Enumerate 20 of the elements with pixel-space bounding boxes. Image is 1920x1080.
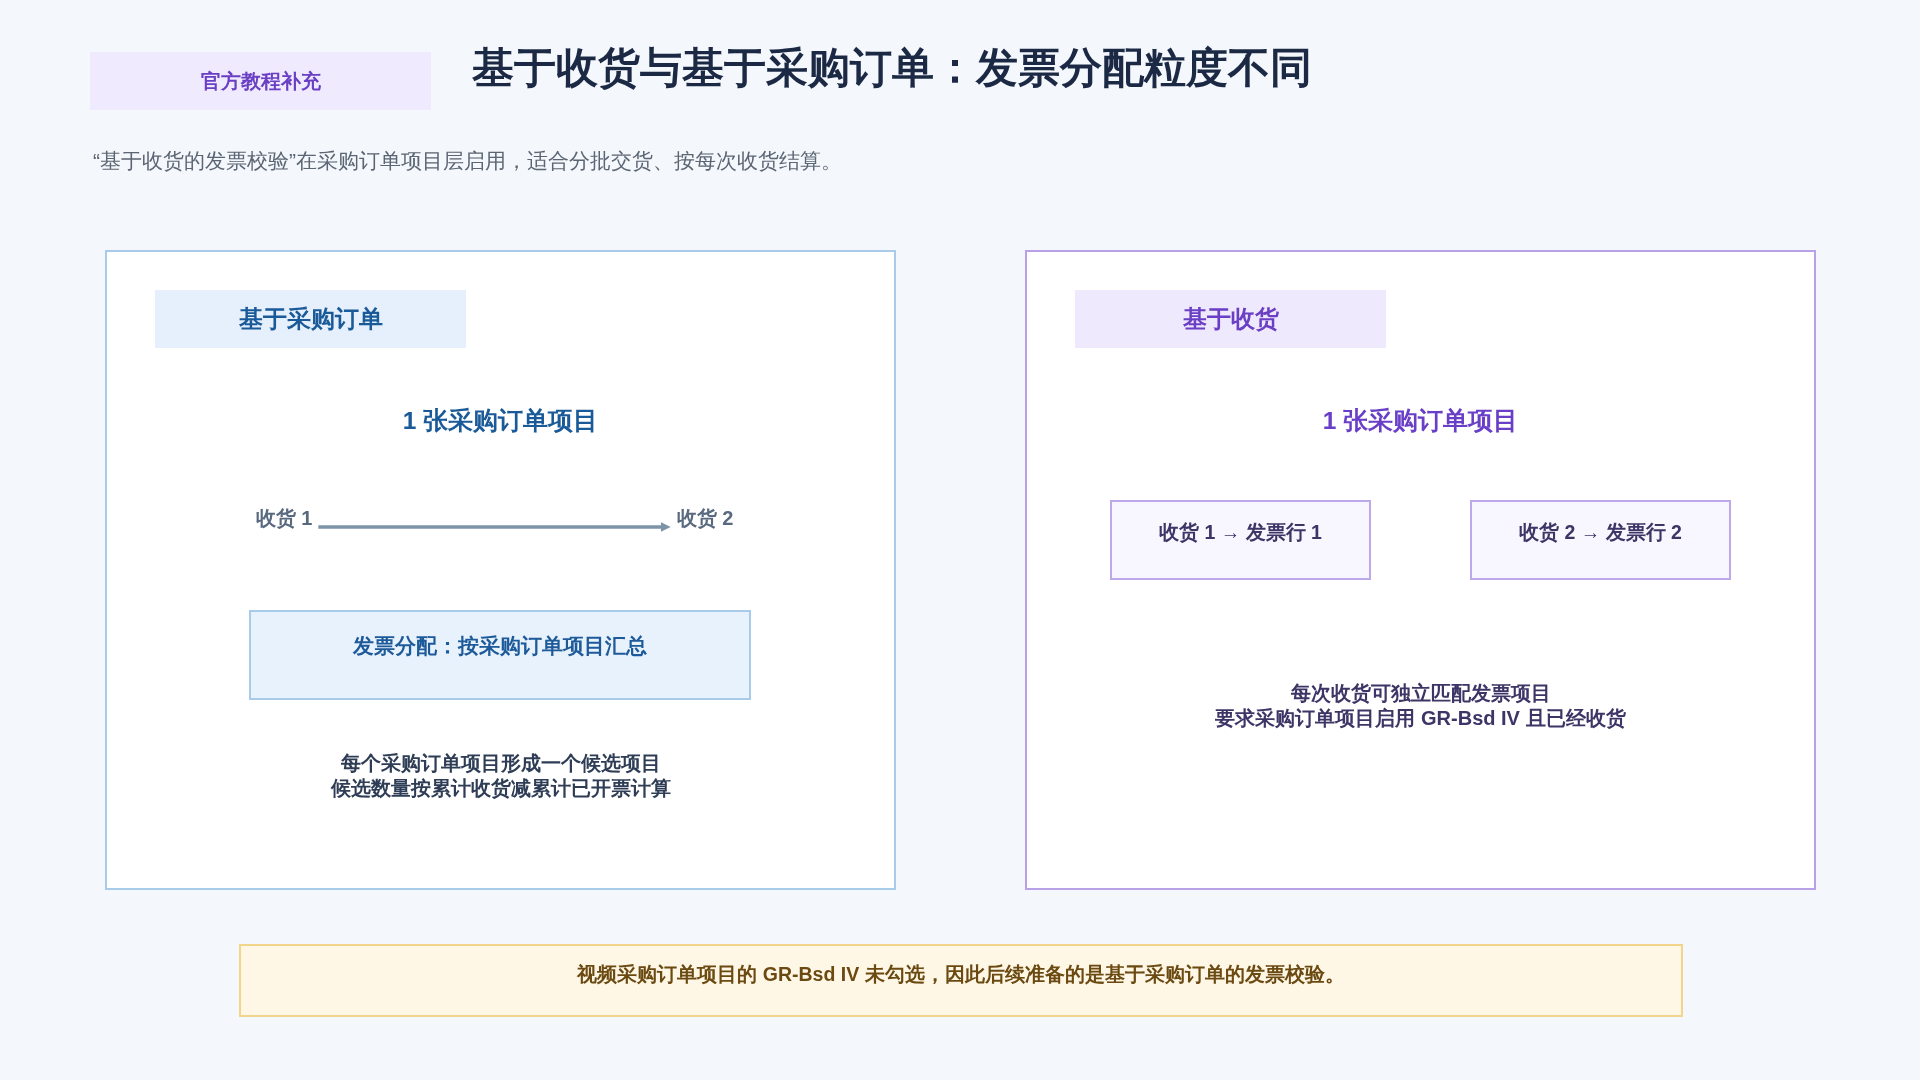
panel-note: 要求采购订单项目启用 GR-Bsd IV 且已经收货 (1215, 706, 1626, 731)
panel-note: 每个采购订单项目形成一个候选项目 (340, 751, 661, 776)
mapping-box: 收货 2 → 发票行 2 (1470, 500, 1731, 580)
panel-tag: 基于收货 (1075, 290, 1386, 348)
summary-box: 发票分配：按采购订单项目汇总 (249, 610, 751, 700)
panel-heading: 1 张采购订单项目 (402, 406, 599, 436)
panel-note: 每次收货可独立匹配发票项目 (1290, 681, 1551, 706)
panel-tag: 基于采购订单 (155, 290, 466, 348)
comparison-panel (105, 250, 896, 890)
comparison-panel (1025, 250, 1816, 890)
arrow (318, 522, 671, 532)
label-tag: 官方教程补充 (90, 52, 431, 110)
step-label: 收货 1 (255, 505, 313, 531)
title: 基于收货与基于采购订单：发票分配粒度不同 (472, 43, 1312, 93)
step-label: 收货 2 (676, 505, 734, 531)
mapping-box: 收货 1 → 发票行 1 (1110, 500, 1371, 580)
panel-heading: 1 张采购订单项目 (1322, 406, 1519, 436)
subtitle: “基于收货的发票校验”在采购订单项目层启用，适合分批交货、按每次收货结算。 (93, 148, 842, 174)
note-box: 视频采购订单项目的 GR-Bsd IV 未勾选，因此后续准备的是基于采购订单的发票校验。 (239, 944, 1683, 1017)
panel-note: 候选数量按累计收货减累计已开票计算 (330, 776, 671, 801)
